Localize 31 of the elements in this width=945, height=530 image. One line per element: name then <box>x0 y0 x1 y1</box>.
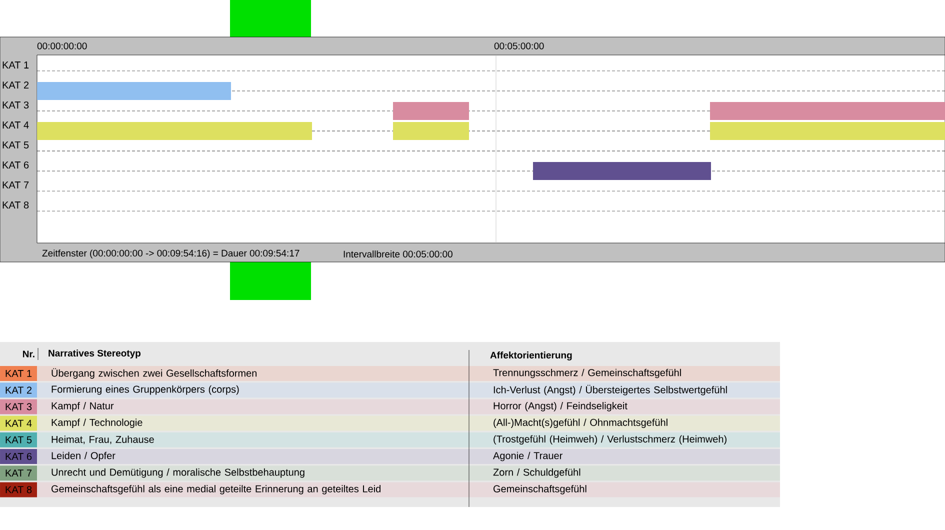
row-label: KAT 4 <box>2 122 29 128</box>
table-cell: Leiden / Opfer <box>37 449 469 464</box>
column-header: Nr. <box>22 350 34 358</box>
time-label: 00:05:00:00 <box>494 42 544 50</box>
status-text: Intervallbreite 00:05:00:00 <box>344 250 452 258</box>
column-header: Narratives Stereotyp <box>48 350 141 358</box>
row-label: KAT 6 <box>2 161 29 169</box>
row-label: KAT 3 <box>2 101 29 109</box>
table-cell: Formierung eines Gruppenkörpers (corps) <box>37 382 469 398</box>
time-label: 00:00:00:00 <box>37 42 87 50</box>
status-text: Zeitfenster (00:00:00:00 -> 00:09:54:16) = Dauer 00:09:54:17 <box>42 250 300 258</box>
table-cell: Horror (Angst) / Feindseligkeit <box>469 399 780 414</box>
table-cell: Zorn / Schuldgefühl <box>469 466 780 481</box>
table-cell: Übergang zwischen zwei Gesellschaftsformen <box>37 366 469 381</box>
column-header: Affektorientierung <box>490 352 572 360</box>
table-cell: Kampf / Technologie <box>37 416 469 431</box>
table-cell: Gemeinschaftsgefühl <box>469 482 780 498</box>
table-cell: Heimat, Frau, Zuhause <box>37 432 469 448</box>
table-cell: Trennungsschmerz / Gemeinschaftsgefühl <box>469 366 780 381</box>
table-cell: (All-)Macht(s)gefühl / Ohnmachtsgefühl <box>469 416 780 431</box>
row-label: KAT 2 <box>2 82 29 88</box>
table-cell: Gemeinschaftsgefühl als eine medial geteilte Erinnerung an geteiltes Leid <box>37 482 469 498</box>
row-label: KAT 1 <box>2 62 29 68</box>
table-cell: Kampf / Natur <box>37 399 469 414</box>
table-cell: Unrecht und Demütigung / moralische Selbstbehauptung <box>37 466 469 481</box>
table-cell: (Trostgefühl (Heimweh) / Verlustschmerz (Heimweh) <box>469 432 780 448</box>
row-label: KAT 7 <box>2 182 29 188</box>
table-cell: Ich-Verlust (Angst) / Übersteigertes Selbstwertgefühl <box>469 382 780 398</box>
row-label: KAT 8 <box>2 201 29 209</box>
row-label: KAT 5 <box>2 142 29 148</box>
table-cell: Agonie / Trauer <box>469 449 780 464</box>
